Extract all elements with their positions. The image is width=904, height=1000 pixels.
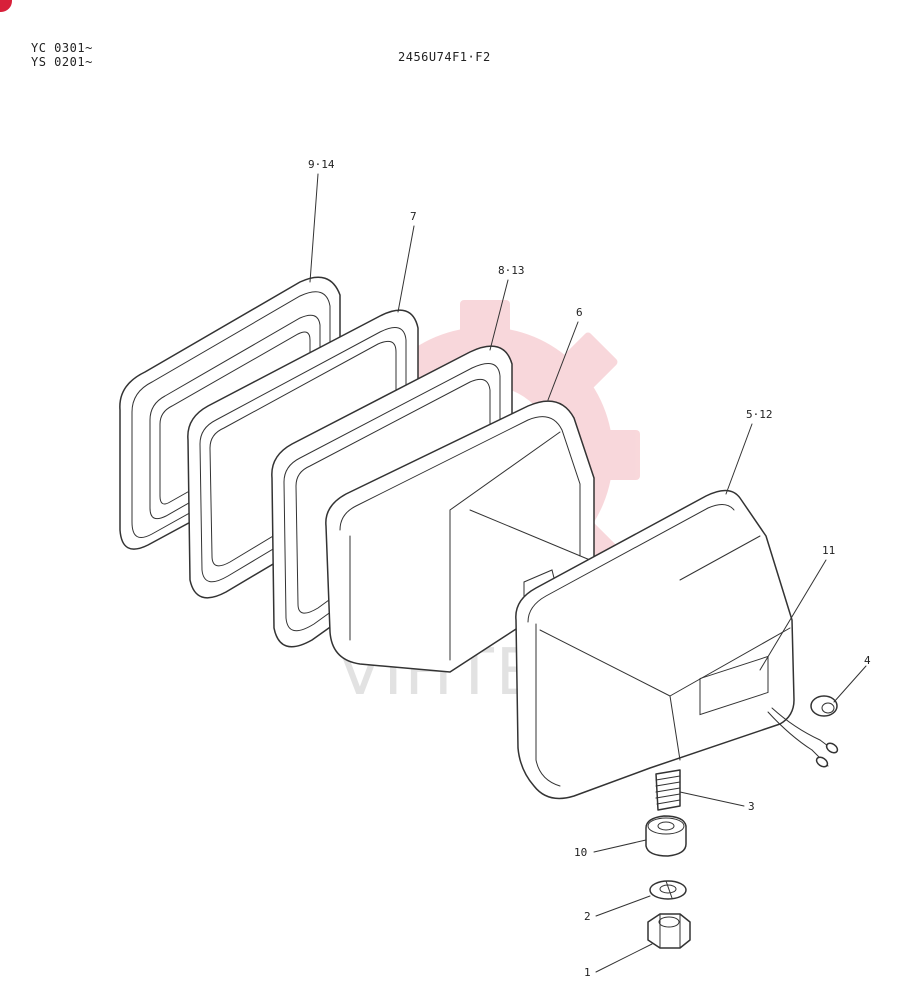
callout-2: 2 [584,910,591,923]
callout-4: 4 [864,654,871,667]
part-5-12-housing [515,489,795,800]
part-10-spacer [645,815,687,857]
serial-range-yc: YC 0301~ [31,41,93,55]
part-4-grommet [810,695,838,717]
callout-3: 3 [748,800,755,813]
callout-11: 11 [822,544,835,557]
part-1-hex-nut [647,913,691,949]
leader-lines [309,173,867,973]
callout-10: 10 [574,846,587,859]
callout-8-13: 8·13 [498,264,525,277]
callout-7: 7 [410,210,417,223]
callout-5-12: 5·12 [746,408,773,421]
callout-9-14: 9·14 [308,158,335,171]
callout-1: 1 [584,966,591,979]
part-2-spring-washer [649,880,687,900]
diagram-code: 2456U74F1·F2 [398,50,491,64]
callout-6: 6 [576,306,583,319]
serial-range-ys: YS 0201~ [31,55,93,69]
wire-harness [767,707,839,768]
part-3-stud-bolt [655,769,681,811]
callout-labels: 9·14 7 8·13 6 5·12 11 4 3 10 2 1 [308,158,871,979]
